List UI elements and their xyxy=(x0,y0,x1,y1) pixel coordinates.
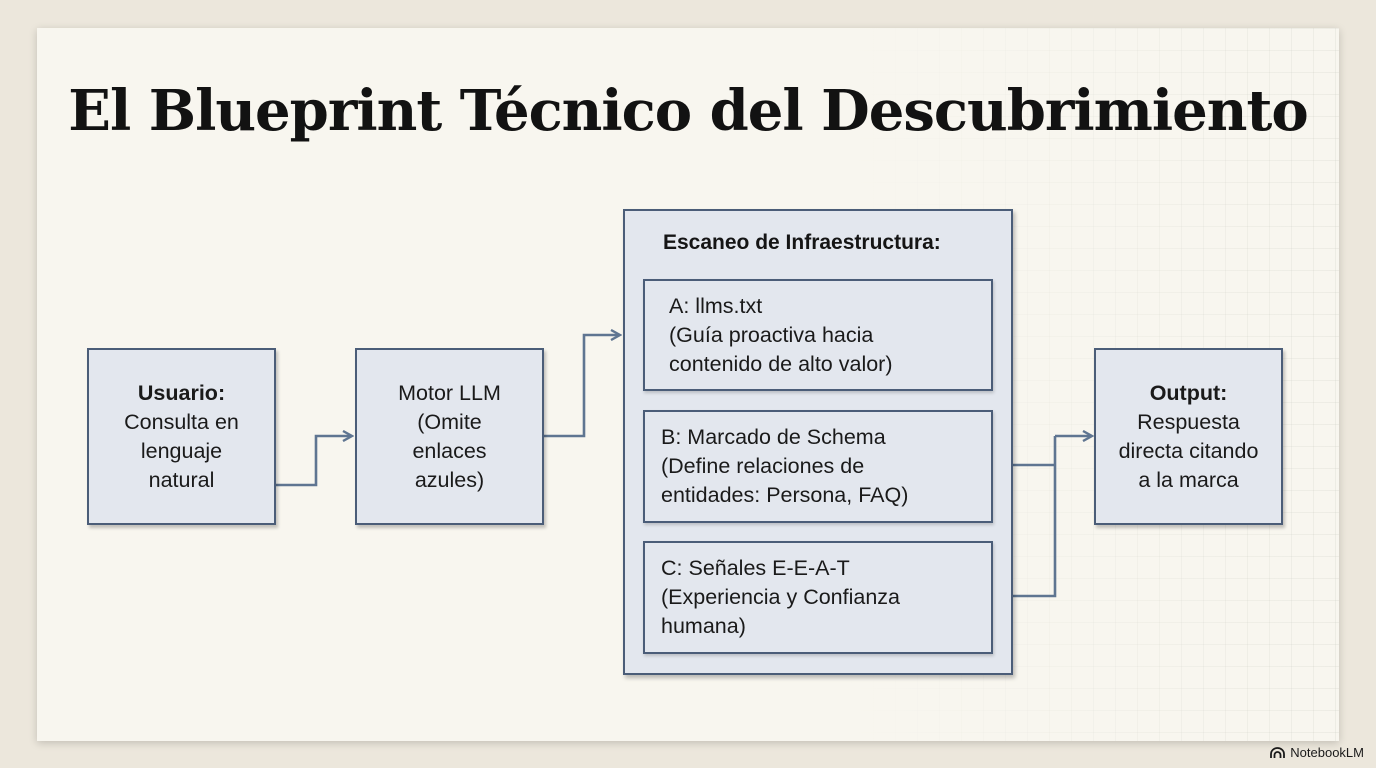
infra-item-schema: B: Marcado de Schema (Define relaciones … xyxy=(643,410,993,523)
user-box-line: natural xyxy=(148,467,215,492)
brand-label: NotebookLM xyxy=(1290,745,1364,760)
infra-item-line: C: Señales E-E-A-T xyxy=(661,556,850,580)
user-box-heading: Usuario: xyxy=(137,380,226,405)
output-box-line: Respuesta xyxy=(1137,409,1240,434)
llm-box-line: enlaces xyxy=(412,438,487,463)
user-box-line: Consulta en xyxy=(124,409,239,434)
infra-title: Escaneo de Infraestructura: xyxy=(663,231,941,254)
output-box-heading: Output: xyxy=(1149,380,1228,405)
notebooklm-icon xyxy=(1270,746,1286,758)
infra-item-line: (Guía proactiva hacia xyxy=(669,322,874,347)
brand-watermark: NotebookLM xyxy=(1270,745,1364,760)
page-title: El Blueprint Técnico del Descubrimiento xyxy=(68,78,1308,144)
infra-item-line: B: Marcado de Schema xyxy=(661,425,886,449)
infra-item-line: entidades: Persona, FAQ) xyxy=(661,483,909,507)
llm-box-line: azules) xyxy=(414,467,485,492)
infra-item-line: (Define relaciones de xyxy=(661,454,865,478)
output-box: Output: Respuesta directa citando a la m… xyxy=(1094,348,1283,525)
infra-item-line: A: llms.txt xyxy=(669,293,763,318)
infra-item-line: humana) xyxy=(661,614,746,638)
infra-item-line: contenido de alto valor) xyxy=(669,351,893,376)
infra-container: Escaneo de Infraestructura: A: llms.txt … xyxy=(623,209,1013,675)
output-box-line: a la marca xyxy=(1138,467,1239,492)
llm-box: Motor LLM (Omite enlaces azules) xyxy=(355,348,544,525)
llm-box-line: Motor LLM xyxy=(398,380,501,405)
llm-box-line: (Omite xyxy=(417,409,482,434)
output-box-line: directa citando xyxy=(1118,438,1259,463)
user-box-line: lenguaje xyxy=(140,438,223,463)
infra-item-eeat: C: Señales E-E-A-T (Experiencia y Confia… xyxy=(643,541,993,654)
user-box: Usuario: Consulta en lenguaje natural xyxy=(87,348,276,525)
connector-c-to-join xyxy=(992,436,1057,598)
infra-item-llms: A: llms.txt (Guía proactiva hacia conten… xyxy=(643,279,993,391)
infra-item-line: (Experiencia y Confianza xyxy=(661,585,901,609)
arrow-llm-to-infra xyxy=(544,335,620,438)
arrow-user-to-llm xyxy=(276,436,352,487)
